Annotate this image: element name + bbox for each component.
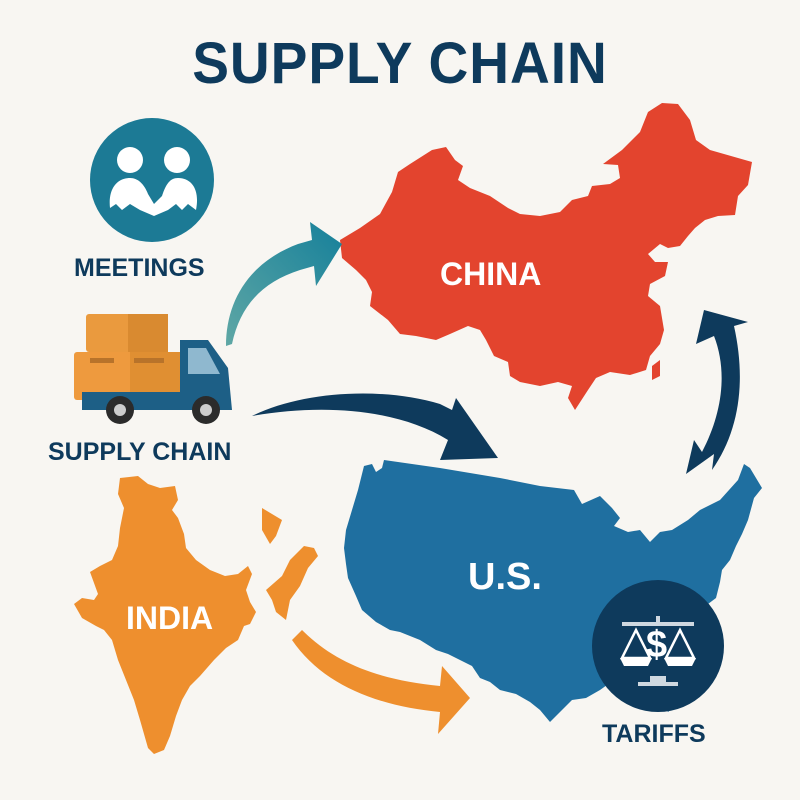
delivery-truck-icon (74, 314, 232, 424)
supply-chain-label: SUPPLY CHAIN (48, 438, 232, 466)
us-label: U.S. (468, 556, 542, 598)
arrow-truck-to-us (252, 393, 498, 460)
arrow-india-to-us (292, 630, 470, 734)
meetings-label: MEETINGS (74, 254, 205, 282)
tariffs-icon-group: $ TARIFFS (592, 580, 732, 750)
handshake-icon (90, 118, 214, 242)
india-label: INDIA (126, 600, 214, 636)
scales-dollar-icon (592, 580, 724, 712)
page-title: SUPPLY CHAIN (192, 31, 608, 96)
dollar-glyph: $ (646, 624, 668, 666)
truck-icon-group: SUPPLY CHAIN (48, 310, 270, 470)
meetings-icon-group: MEETINGS (74, 112, 222, 282)
tariffs-label: TARIFFS (602, 720, 706, 748)
china-map (340, 103, 752, 410)
china-label: CHINA (440, 256, 542, 292)
arrow-truck-to-china (226, 222, 342, 346)
arrow-us-china-bidirectional (686, 310, 748, 474)
india-map (74, 476, 256, 754)
